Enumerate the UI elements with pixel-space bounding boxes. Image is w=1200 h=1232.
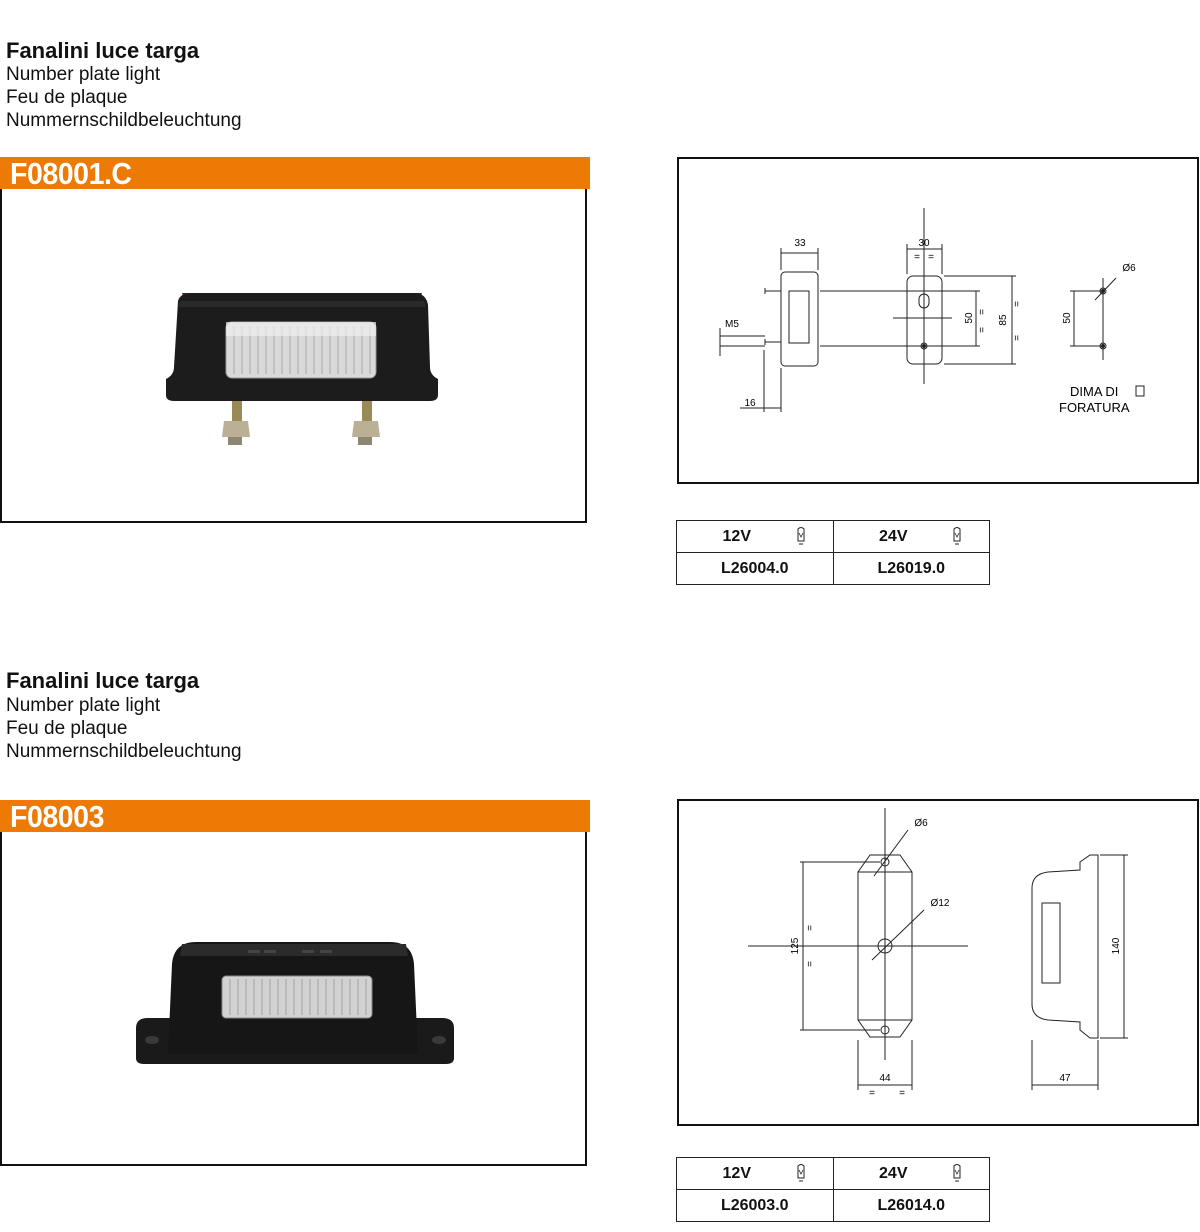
equal-sign: = — [805, 925, 816, 931]
subtitle-en: Number plate light — [6, 695, 161, 716]
dim-width: 30 — [918, 238, 930, 249]
equal-sign: = — [977, 327, 988, 333]
product-code: F08003 — [10, 799, 104, 834]
bulb-table-2: 12V 24V L26003.0 L26014.0 — [676, 1157, 990, 1222]
bulb-code-24: L26019.0 — [832, 552, 990, 585]
template-label-2: FORATURA — [1059, 400, 1130, 415]
bulb-icon — [797, 527, 804, 545]
equal-sign: = — [977, 309, 988, 315]
dim-depth: 33 — [794, 238, 806, 249]
product-photo-frame — [0, 832, 587, 1166]
technical-drawing-2: Ø6 Ø12 125 44 140 47 = = = = — [677, 799, 1199, 1126]
product-code-bar: F08001.C — [0, 156, 590, 191]
dim-width: 44 — [879, 1073, 891, 1084]
subtitle-en: Number plate light — [6, 64, 161, 85]
bulb-code-12: L26004.0 — [676, 552, 834, 585]
dim-height: 85 — [998, 314, 1009, 326]
equal-sign: = — [928, 252, 934, 263]
subtitle-de: Nummernschildbeleuchtung — [6, 110, 242, 131]
section-title: Fanalini luce targa — [6, 38, 200, 63]
dim-hole-spacing: 50 — [964, 312, 975, 324]
product-code: F08001.C — [10, 156, 132, 191]
dim-large-hole: Ø12 — [931, 898, 950, 909]
bulb-voltage-24: 24V — [832, 1157, 990, 1190]
dim-stud: 16 — [744, 398, 756, 409]
subtitle-fr: Feu de plaque — [6, 87, 128, 108]
equal-sign: = — [1012, 301, 1023, 307]
dim-hole-diameter: Ø6 — [1122, 263, 1136, 274]
dim-hole-spacing: 125 — [790, 937, 801, 954]
bulb-icon — [953, 1164, 961, 1182]
bulb-code-24: L26014.0 — [832, 1189, 990, 1222]
bulb-icon — [797, 1164, 804, 1182]
dim-thread: M5 — [725, 319, 739, 330]
drawing-svg-1: 33 30 Ø6 M5 16 50 85 50 DIMA DI FORATURA… — [719, 208, 1145, 415]
drawing-svg-2: Ø6 Ø12 125 44 140 47 = = = = — [748, 808, 1128, 1099]
template-label-1: DIMA DI — [1070, 384, 1118, 399]
lamp-photo-2 — [136, 942, 454, 1064]
product-photo-frame — [0, 189, 587, 523]
bulb-voltage-12: 12V — [676, 520, 834, 553]
bulb-voltage-24: 24V — [832, 520, 990, 553]
bulb-code-12: L26003.0 — [676, 1189, 834, 1222]
equal-sign: = — [869, 1088, 875, 1099]
dim-small-hole: Ø6 — [914, 818, 928, 829]
section-title: Fanalini luce targa — [6, 668, 200, 693]
product-code-bar: F08003 — [0, 799, 590, 834]
dim-height: 140 — [1111, 937, 1122, 954]
dim-depth: 47 — [1059, 1073, 1071, 1084]
lamp-photo-1 — [166, 293, 438, 445]
equal-sign: = — [805, 961, 816, 967]
equal-sign: = — [899, 1088, 905, 1099]
bulb-voltage-12: 12V — [676, 1157, 834, 1190]
subtitle-fr: Feu de plaque — [6, 718, 128, 739]
equal-sign: = — [1012, 335, 1023, 341]
technical-drawing-1: 33 30 Ø6 M5 16 50 85 50 DIMA DI FORATURA… — [677, 157, 1199, 484]
bulb-table-1: 12V 24V L26004.0 L26019.0 — [676, 520, 990, 585]
subtitle-de: Nummernschildbeleuchtung — [6, 741, 242, 762]
equal-sign: = — [914, 252, 920, 263]
bulb-icon — [953, 527, 961, 545]
dim-template-spacing: 50 — [1062, 312, 1073, 324]
